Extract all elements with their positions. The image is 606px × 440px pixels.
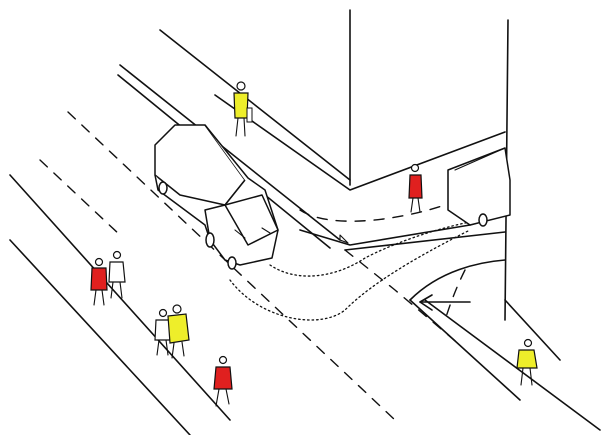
van-wheel-rear <box>158 181 168 195</box>
van-side-bottom <box>154 174 211 241</box>
van-wheel-front-right <box>227 256 237 270</box>
turn-path-inner <box>269 221 471 277</box>
pedestrian-red-left <box>90 257 108 306</box>
pedestrian-yellow-top <box>233 81 253 137</box>
side-street-curb-top-2 <box>344 231 506 251</box>
van-windshield <box>224 194 279 246</box>
truck-wheel <box>478 213 488 227</box>
van-headlight-left <box>234 229 246 239</box>
crossing-line-2 <box>344 249 461 346</box>
van <box>154 124 279 270</box>
right-curb-2 <box>424 299 601 431</box>
van-headlight-right <box>261 227 271 234</box>
road-edge-upper <box>119 64 341 241</box>
truck-top-edge <box>454 147 506 171</box>
pedestrian-yellow-middle <box>167 304 190 359</box>
left-curb-outer <box>9 174 231 421</box>
main-road <box>9 64 396 436</box>
pedestrian-red-bottom <box>213 355 233 407</box>
left-curb-inner <box>9 239 191 436</box>
pedestrian-red-corner <box>408 163 423 213</box>
sidewalk-edge-upper <box>159 29 351 181</box>
arrow-head <box>419 294 433 311</box>
upper-sidewalk <box>159 29 506 191</box>
building-base <box>214 94 506 191</box>
right-curb <box>409 299 521 401</box>
building-base-right <box>504 299 561 361</box>
pedestrian-white-left <box>108 250 126 299</box>
turning-path <box>229 221 471 321</box>
side-street-curb-bottom <box>409 259 506 301</box>
lane-divider-2 <box>39 159 121 236</box>
pedestrian-yellow-right <box>516 338 538 386</box>
curve-dash <box>444 269 466 321</box>
van-wheel-front-left <box>205 232 215 248</box>
turn-path-outer <box>229 229 471 321</box>
pedestrian-white-middle <box>154 308 172 356</box>
crossing-line-1 <box>299 204 446 222</box>
truck <box>447 147 511 227</box>
stop-marker <box>339 234 349 244</box>
side-street <box>299 204 601 431</box>
